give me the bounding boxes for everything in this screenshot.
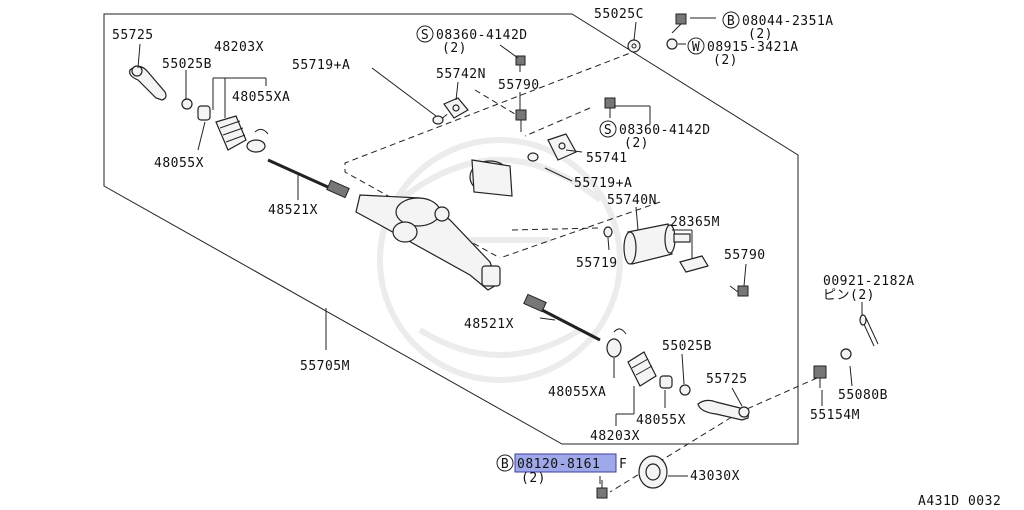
label-w-washer-qty: (2) — [713, 53, 738, 68]
svg-text:B: B — [501, 457, 509, 472]
label-55154m[interactable]: 55154M — [810, 408, 860, 423]
boot-top[interactable] — [215, 115, 247, 151]
label-43030x[interactable]: 43030X — [690, 469, 740, 484]
s-symbol-top: S — [416, 25, 434, 43]
svg-text:S: S — [421, 28, 429, 43]
label-28365m[interactable]: 28365M — [670, 215, 720, 230]
connector-55741[interactable] — [547, 133, 577, 161]
label-48055x-top[interactable]: 48055X — [154, 156, 204, 171]
clip-low[interactable] — [613, 328, 627, 335]
ring-low[interactable] — [606, 338, 622, 358]
svg-text:S: S — [604, 123, 612, 138]
sensor-28365m[interactable] — [673, 233, 691, 243]
label-s-bolt-mid[interactable]: 08360-4142D — [619, 123, 711, 138]
ring-top[interactable] — [246, 139, 266, 153]
label-s-bolt-mid-qty: (2) — [624, 136, 649, 151]
insulator-43030x[interactable] — [638, 455, 668, 489]
label-00921-qty: ピン(2) — [823, 288, 875, 303]
label-48521x-top[interactable]: 48521X — [268, 203, 318, 218]
label-55719a-top[interactable]: 55719+A — [292, 58, 350, 73]
bolt-s-top[interactable] — [515, 55, 526, 72]
nut-low[interactable] — [679, 384, 691, 396]
valve-body[interactable] — [469, 159, 513, 197]
o-ring-55719[interactable] — [603, 226, 613, 238]
w-symbol: W — [687, 37, 705, 55]
label-s-bolt-top-qty: (2) — [442, 41, 467, 56]
label-b-bolt-top-qty: (2) — [748, 27, 773, 42]
dashed-guides — [344, 49, 818, 493]
label-48203x-low[interactable]: 48203X — [590, 429, 640, 444]
highlight-box — [514, 453, 617, 473]
bolt-s-mid[interactable] — [604, 97, 616, 118]
washer-w[interactable] — [666, 38, 678, 50]
clip-top[interactable] — [254, 128, 269, 135]
svg-text:W: W — [692, 40, 700, 55]
nut-top[interactable] — [181, 98, 193, 110]
assembly-outline — [103, 13, 799, 445]
label-55080b[interactable]: 55080B — [838, 388, 888, 403]
diagram-code: A431D 0032 — [918, 494, 1001, 509]
label-48521x-low[interactable]: 48521X — [464, 317, 514, 332]
leader-lines — [137, 17, 863, 484]
bolt-b-low[interactable] — [596, 480, 608, 499]
label-b-bolt-low-qty: (2) — [521, 471, 546, 486]
label-55741[interactable]: 55741 — [586, 151, 628, 166]
label-w-washer[interactable]: 08915-3421A — [707, 40, 799, 55]
o-ring-55719a-top[interactable] — [432, 115, 444, 125]
inner-tie-rod-top[interactable] — [267, 158, 350, 199]
b-symbol-low: B — [496, 454, 514, 472]
label-48055xa-low[interactable]: 48055XA — [548, 385, 606, 400]
label-55740n[interactable]: 55740N — [607, 193, 657, 208]
stud-55154m[interactable] — [813, 365, 827, 388]
tie-rod-end-top[interactable] — [129, 65, 167, 101]
label-55025b-low[interactable]: 55025B — [662, 339, 712, 354]
label-55719a-mid[interactable]: 55719+A — [574, 176, 632, 191]
label-55742n[interactable]: 55742N — [436, 67, 486, 82]
bracket[interactable] — [679, 255, 709, 273]
washer-55025c[interactable] — [627, 39, 641, 53]
label-48203x-top[interactable]: 48203X — [214, 40, 264, 55]
label-48055x-low[interactable]: 48055X — [636, 413, 686, 428]
label-b-bolt-top[interactable]: 08044-2351A — [742, 14, 834, 29]
label-55790-top[interactable]: 55790 — [498, 78, 540, 93]
part-labels: 55725 55025B 48203X 55719+A 55742N 48055… — [112, 7, 1001, 509]
svg-text:B: B — [727, 14, 735, 29]
bolt-55790-mid[interactable] — [729, 285, 749, 297]
inner-tie-rod-low[interactable] — [523, 293, 601, 342]
label-55790-mid[interactable]: 55790 — [724, 248, 766, 263]
b-symbol-top: B — [722, 11, 740, 29]
label-55705m[interactable]: 55705M — [300, 359, 350, 374]
boot-clamp-top[interactable] — [197, 105, 211, 121]
o-ring-55719a-mid[interactable] — [527, 152, 539, 162]
label-55025c[interactable]: 55025C — [594, 7, 644, 22]
label-55725-low[interactable]: 55725 — [706, 372, 748, 387]
label-s-bolt-top[interactable]: 08360-4142D — [436, 28, 528, 43]
label-b-bolt-low[interactable]: 08120-8161 — [517, 457, 600, 472]
label-55719[interactable]: 55719 — [576, 256, 618, 271]
label-55025b-top[interactable]: 55025B — [162, 57, 212, 72]
cotter-pin[interactable] — [859, 314, 879, 347]
label-00921[interactable]: 00921-2182A — [823, 274, 915, 289]
watermark-crest — [377, 137, 623, 383]
connector-55742n[interactable] — [443, 97, 469, 119]
boot-clamp-low[interactable] — [659, 375, 673, 389]
tie-rod-end-low[interactable] — [697, 399, 750, 421]
label-b-bolt-low-suffix: F — [619, 457, 627, 472]
s-symbol-mid: S — [599, 120, 617, 138]
label-55725-top[interactable]: 55725 — [112, 28, 154, 43]
label-48055xa-top[interactable]: 48055XA — [232, 90, 290, 105]
rack-housing[interactable] — [355, 194, 501, 291]
bolt-55790-top[interactable] — [515, 109, 527, 132]
motor-55740n[interactable] — [623, 223, 676, 265]
boot-low[interactable] — [627, 351, 657, 387]
nut-55080b[interactable] — [840, 348, 852, 360]
bolt-b-top[interactable] — [671, 13, 687, 34]
